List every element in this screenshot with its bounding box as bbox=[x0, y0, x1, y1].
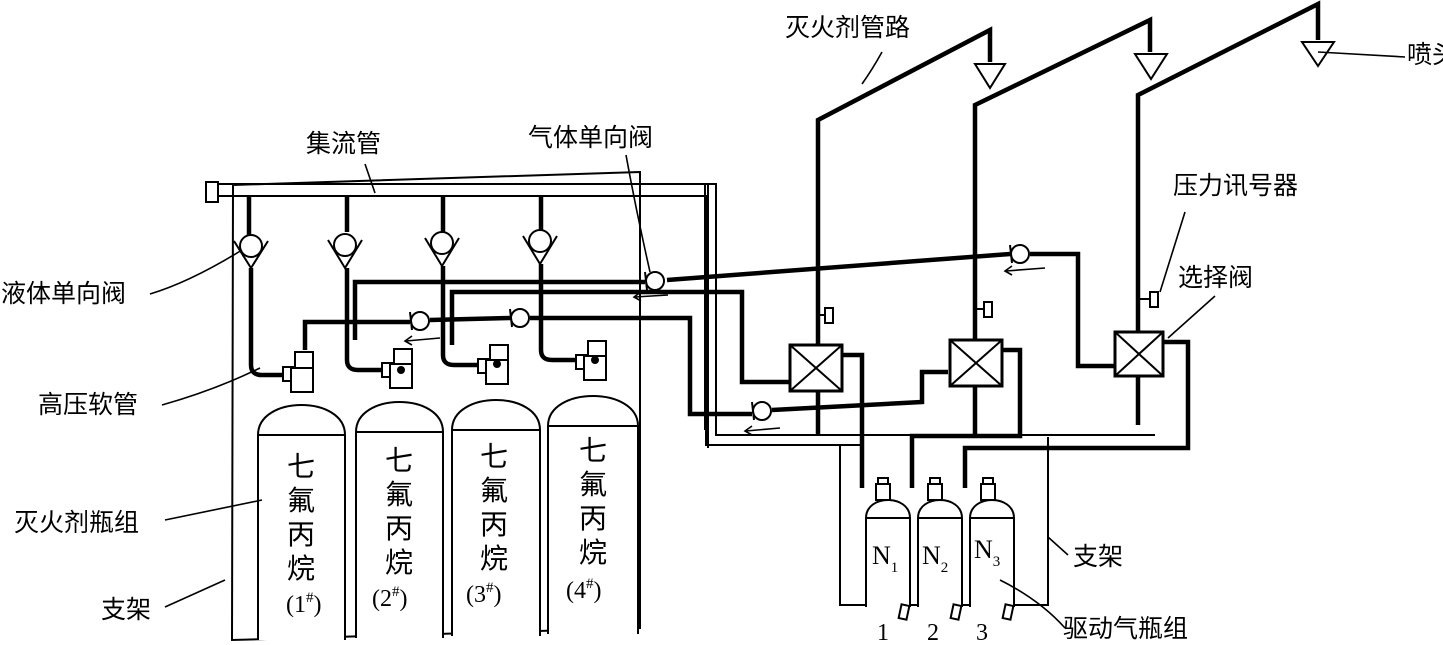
labels: 灭火剂管路 喷头 集流管 气体单向阀 压力讯号器 液体单向阀 选择阀 高压软管 … bbox=[1, 13, 1443, 643]
driver-cylinder-texts: N1 N2 N3 1 2 3 bbox=[872, 535, 1000, 645]
gas-actuation-lines bbox=[302, 251, 1191, 488]
cyl4-num: (4#) bbox=[566, 576, 602, 604]
label-extinguishing-pipeline: 灭火剂管路 bbox=[785, 13, 910, 42]
label-liquid-check-valve: 液体单向阀 bbox=[1, 279, 126, 308]
selector-valves bbox=[788, 330, 1165, 393]
cyl4-c3: 丙 bbox=[579, 502, 607, 535]
agent-cylinder-4 bbox=[547, 340, 639, 634]
cyl2-c4: 烷 bbox=[385, 546, 413, 579]
driver-cylinder-1 bbox=[865, 477, 911, 621]
label-left-rack: 支架 bbox=[101, 595, 151, 624]
selector-valve-1 bbox=[788, 343, 844, 393]
cyl4-c4: 烷 bbox=[579, 536, 607, 569]
label-right-rack: 支架 bbox=[1073, 542, 1123, 571]
cyl4-c1: 七 bbox=[579, 434, 607, 467]
agent-cylinders bbox=[257, 340, 639, 640]
driver-cylinder-2-label: N2 bbox=[922, 541, 948, 576]
gas-check-valves bbox=[409, 244, 1030, 421]
driver-cylinder-1-number: 1 bbox=[877, 620, 889, 645]
cyl1-c4: 烷 bbox=[287, 552, 315, 585]
label-pressure-signaler: 压力讯号器 bbox=[1173, 171, 1298, 200]
driver-cylinders bbox=[865, 477, 1015, 621]
cyl2-c1: 七 bbox=[385, 444, 413, 477]
cyl1-c3: 丙 bbox=[287, 518, 315, 551]
cyl2-num: (2#) bbox=[372, 584, 408, 612]
flow-arrows bbox=[403, 265, 1046, 436]
cyl1-c1: 七 bbox=[287, 450, 315, 483]
driver-cylinder-2 bbox=[917, 477, 963, 621]
agent-cylinder-texts: 七 氟 丙 烷 (1#) 七 氟 丙 烷 (2#) 七 氟 丙 烷 (3#) 七… bbox=[286, 434, 607, 618]
driver-cylinder-3-label: N3 bbox=[974, 535, 1000, 570]
label-agent-cylinder-group: 灭火剂瓶组 bbox=[14, 508, 139, 537]
label-selector-valve: 选择阀 bbox=[1178, 263, 1253, 292]
cyl2-c3: 丙 bbox=[385, 512, 413, 545]
label-driver-cylinder-group: 驱动气瓶组 bbox=[1063, 614, 1188, 643]
label-nozzle: 喷头 bbox=[1407, 40, 1443, 69]
label-high-pressure-hose: 高压软管 bbox=[38, 390, 138, 419]
driver-cylinder-3 bbox=[969, 477, 1015, 621]
cyl2-c2: 氟 bbox=[385, 478, 413, 511]
cyl3-c2: 氟 bbox=[480, 474, 508, 507]
pressure-signalers bbox=[818, 291, 1159, 324]
cyl3-num: (3#) bbox=[466, 580, 502, 608]
driver-cylinder-2-number: 2 bbox=[927, 620, 939, 645]
cyl1-num: (1#) bbox=[286, 590, 322, 618]
agent-cylinder-2 bbox=[355, 348, 444, 638]
agent-cylinder-3 bbox=[451, 344, 541, 636]
selector-valve-2 bbox=[948, 338, 1004, 388]
label-gas-check-valve: 气体单向阀 bbox=[528, 123, 653, 152]
extinguishing-pipelines bbox=[815, 0, 1321, 435]
cyl3-c3: 丙 bbox=[480, 508, 508, 541]
cyl3-c4: 烷 bbox=[480, 542, 508, 575]
cyl4-c2: 氟 bbox=[579, 468, 607, 501]
driver-cylinder-3-number: 3 bbox=[976, 620, 988, 645]
driver-cylinder-1-label: N1 bbox=[872, 541, 898, 576]
label-manifold: 集流管 bbox=[306, 129, 381, 158]
nozzles bbox=[973, 41, 1336, 90]
selector-valve-3 bbox=[1113, 330, 1165, 378]
agent-cylinder-1 bbox=[257, 351, 346, 640]
liquid-check-valves bbox=[233, 196, 583, 378]
leader-lines bbox=[149, 51, 1406, 629]
cyl3-c1: 七 bbox=[480, 440, 508, 473]
cyl1-c2: 氟 bbox=[287, 484, 315, 517]
